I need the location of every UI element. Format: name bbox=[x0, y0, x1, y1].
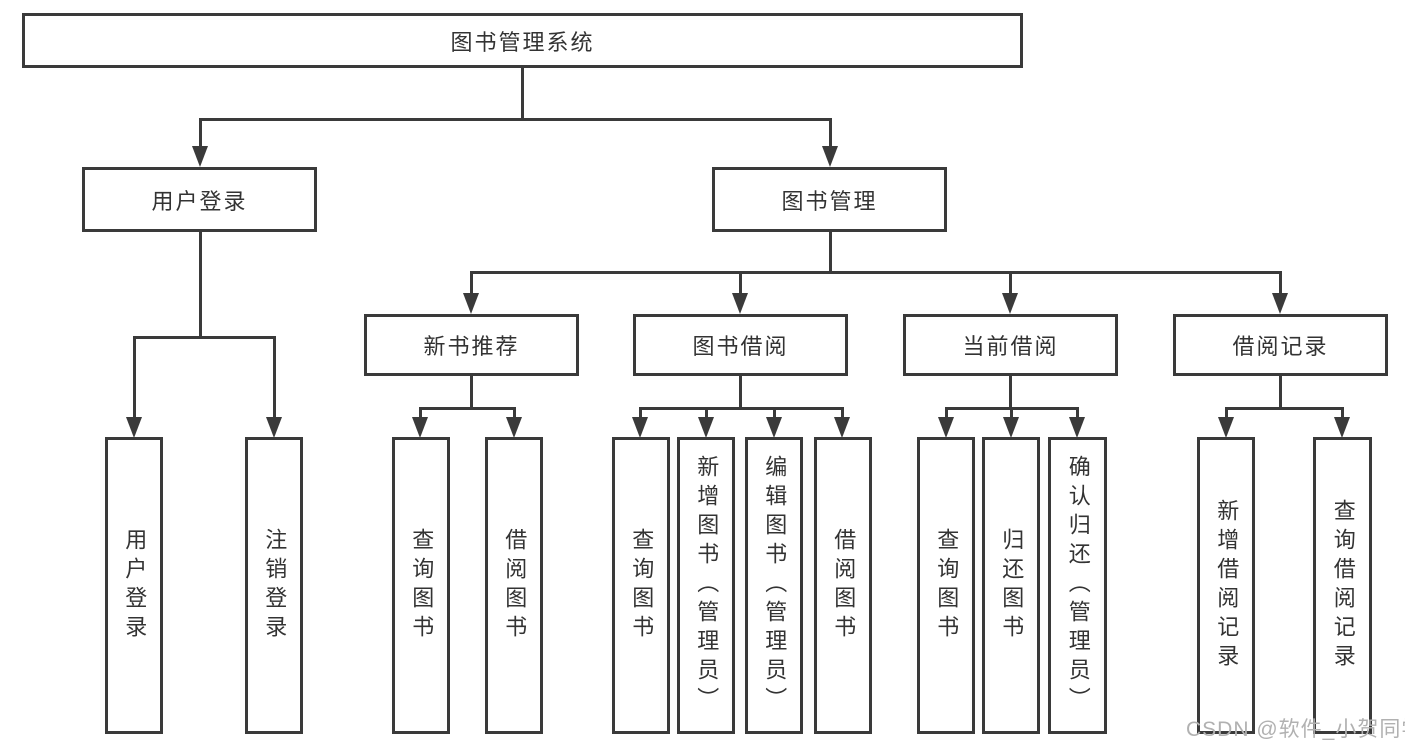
leaf-confirm-return-admin: 确认归还（管理员） bbox=[1048, 437, 1107, 734]
node-book-management: 图书管理 bbox=[712, 167, 947, 232]
arrowhead-down bbox=[412, 417, 428, 438]
arrowhead-down bbox=[1218, 417, 1234, 438]
connector-stub bbox=[513, 407, 516, 419]
connector-stub bbox=[639, 407, 642, 419]
connector-userlogin-hline bbox=[133, 336, 276, 339]
arrowhead-down-borrow-record bbox=[1272, 293, 1288, 314]
leaf-user-login: 用户登录 bbox=[105, 437, 163, 734]
leaf-borrow-books-recommend: 借阅图书 bbox=[485, 437, 543, 734]
arrowhead-down-leaf-login bbox=[126, 417, 142, 438]
arrowhead-down bbox=[698, 417, 714, 438]
connector-stub bbox=[773, 407, 776, 419]
leaf-query-books-current: 查询图书 bbox=[917, 437, 975, 734]
connector-stub-leaf-login bbox=[133, 336, 136, 418]
connector-stub bbox=[1341, 407, 1344, 419]
connector-borrowrecord-hline bbox=[1225, 407, 1344, 410]
connector-stub-user-login bbox=[199, 118, 202, 148]
connector-currentborrow-vline bbox=[1009, 376, 1012, 407]
arrowhead-down-current-borrow bbox=[1002, 293, 1018, 314]
leaf-add-borrow-record: 新增借阅记录 bbox=[1197, 437, 1255, 734]
connector-stub-borrow-record bbox=[1279, 271, 1282, 295]
leaf-query-books-recommend: 查询图书 bbox=[392, 437, 450, 734]
leaf-add-books-admin: 新增图书（管理员） bbox=[677, 437, 735, 734]
node-library-management-system: 图书管理系统 bbox=[22, 13, 1023, 68]
arrowhead-down bbox=[834, 417, 850, 438]
connector-stub-new-book bbox=[470, 271, 473, 295]
connector-bookborrow-vline bbox=[739, 376, 742, 407]
arrowhead-down-leaf-logout bbox=[266, 417, 282, 438]
connector-stub-book-management bbox=[829, 118, 832, 148]
connector-stub-book-borrow bbox=[739, 271, 742, 295]
connector-stub bbox=[705, 407, 708, 419]
connector-stub bbox=[945, 407, 948, 419]
connector-stub bbox=[1076, 407, 1079, 419]
arrowhead-down-user-login bbox=[192, 146, 208, 167]
connector-stub-leaf-logout bbox=[273, 336, 276, 418]
arrowhead-down bbox=[766, 417, 782, 438]
connector-root-vline bbox=[521, 68, 524, 118]
node-book-borrow: 图书借阅 bbox=[633, 314, 848, 376]
node-borrow-record: 借阅记录 bbox=[1173, 314, 1388, 376]
node-new-book-recommend: 新书推荐 bbox=[364, 314, 579, 376]
leaf-edit-books-admin: 编辑图书（管理员） bbox=[745, 437, 803, 734]
connector-bookborrow-hline bbox=[639, 407, 844, 410]
connector-stub bbox=[1225, 407, 1228, 419]
arrowhead-down bbox=[632, 417, 648, 438]
arrowhead-down-book-borrow bbox=[732, 293, 748, 314]
leaf-query-borrow-record: 查询借阅记录 bbox=[1313, 437, 1372, 734]
arrowhead-down bbox=[1003, 417, 1019, 438]
leaf-query-books-borrow: 查询图书 bbox=[612, 437, 670, 734]
arrowhead-down-book-management bbox=[822, 146, 838, 167]
arrowhead-down-new-book bbox=[463, 293, 479, 314]
connector-bookmgmt-hline bbox=[470, 271, 1282, 274]
node-current-borrow: 当前借阅 bbox=[903, 314, 1118, 376]
arrowhead-down bbox=[506, 417, 522, 438]
connector-bookmgmt-vline bbox=[829, 232, 832, 271]
node-user-login: 用户登录 bbox=[82, 167, 317, 232]
leaf-return-books: 归还图书 bbox=[982, 437, 1040, 734]
connector-userlogin-vline bbox=[199, 232, 202, 336]
leaf-borrow-books: 借阅图书 bbox=[814, 437, 872, 734]
connector-stub bbox=[419, 407, 422, 419]
connector-stub bbox=[1010, 407, 1013, 419]
arrowhead-down bbox=[1069, 417, 1085, 438]
leaf-logout: 注销登录 bbox=[245, 437, 303, 734]
connector-root-hline bbox=[199, 118, 832, 121]
connector-newbook-vline bbox=[470, 376, 473, 407]
arrowhead-down bbox=[1334, 417, 1350, 438]
connector-borrowrecord-vline bbox=[1279, 376, 1282, 407]
watermark: CSDN @软件_小贺同学 bbox=[1186, 718, 1405, 741]
connector-stub bbox=[841, 407, 844, 419]
connector-newbook-hline bbox=[419, 407, 516, 410]
arrowhead-down bbox=[938, 417, 954, 438]
connector-stub-current-borrow bbox=[1009, 271, 1012, 295]
